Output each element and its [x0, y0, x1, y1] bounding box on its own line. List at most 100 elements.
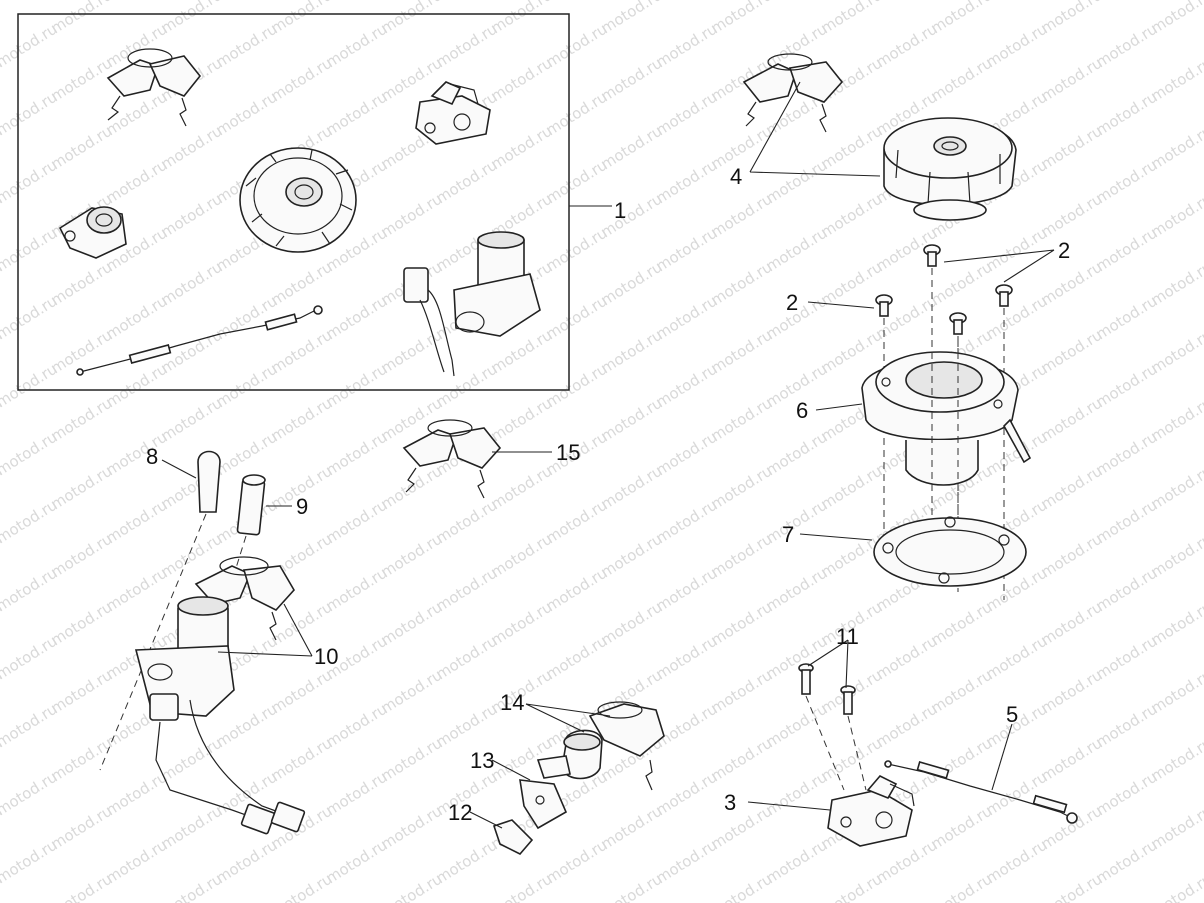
watermark-text: motod.ru [1093, 768, 1161, 820]
watermark-text: motod.ru [378, 462, 446, 514]
watermark-text: motod.ru [268, 666, 336, 718]
watermark-text: motod.ru [103, 496, 171, 548]
watermark-text: motod.ru [323, 564, 391, 616]
watermark-text: motod.ru [0, 360, 60, 412]
watermark-text: motod.ru [103, 836, 171, 888]
watermark-text: motod.ru [983, 224, 1051, 276]
watermark-text: motod.ru [928, 802, 996, 854]
watermark-text: motod.ru [323, 360, 391, 412]
watermark-text: motod.ru [763, 564, 831, 616]
watermark-text: motod.ru [598, 190, 666, 242]
watermark-text: motod.ru [873, 20, 941, 72]
watermark-text: motod.ru [653, 292, 721, 344]
watermark-text: motod.ru [598, 802, 666, 854]
watermark-text: motod.ru [213, 700, 281, 752]
watermark-text: motod.ru [818, 870, 886, 903]
watermark-text: motod.ru [158, 870, 226, 903]
watermark-text: motod.ru [213, 428, 281, 480]
watermark-text: motod.ru [378, 666, 446, 718]
watermark-text: motod.ru [0, 632, 60, 684]
watermark-text: motod.ru [818, 122, 886, 174]
watermark-text: motod.ru [1093, 224, 1161, 276]
gasket-icon [873, 516, 1027, 587]
watermark-text: motod.ru [0, 292, 60, 344]
watermark-text: motod.ru [1038, 530, 1106, 582]
callout-12: 12 [448, 800, 472, 825]
callout-10: 10 [314, 644, 338, 669]
callout-2b: 2 [786, 290, 798, 315]
kit-fuel-cap-icon [239, 147, 357, 253]
watermark-text: motod.ru [1038, 258, 1106, 310]
watermark-text: motod.ru [1093, 156, 1161, 208]
watermark-text: motod.ru [1038, 598, 1106, 650]
watermark-text: motod.ru [213, 360, 281, 412]
watermark-text: motod.ru [873, 700, 941, 752]
watermark-text: motod.ru [1093, 360, 1161, 412]
watermark-text: motod.ru [213, 836, 281, 888]
watermark-text: motod.ru [48, 122, 116, 174]
watermark-text: motod.ru [653, 428, 721, 480]
watermark-text: motod.ru [0, 700, 60, 752]
watermark-text: motod.ru [1093, 836, 1161, 888]
watermark-text: motod.ru [433, 20, 501, 72]
spare-key-icon [402, 419, 502, 499]
watermark-text: motod.ru [323, 768, 391, 820]
watermark-text: motod.ru [433, 564, 501, 616]
watermark-text: motod.ru [543, 360, 611, 412]
spring-clip-icon [492, 819, 534, 855]
watermark-text: motod.ru [103, 156, 171, 208]
watermark-text: motod.ru [0, 156, 60, 208]
watermark-text: motod.ru [48, 394, 116, 446]
watermark-text: motod.ru [1093, 632, 1161, 684]
watermark-text: motod.ru [48, 530, 116, 582]
watermark-text: motod.ru [928, 54, 996, 106]
watermark-text: motod.ru [268, 258, 336, 310]
kit-frame [17, 13, 570, 391]
leader-lines [161, 81, 1055, 829]
callout-15: 15 [556, 440, 580, 465]
watermark-text: motod.ru [0, 870, 5, 903]
watermark-text: motod.ru [158, 802, 226, 854]
watermark-text: motod.ru [598, 598, 666, 650]
watermark-text: motod.ru [1093, 20, 1161, 72]
watermark-text: motod.ru [378, 598, 446, 650]
callout-7: 7 [782, 522, 794, 547]
watermark-text: motod.ru [433, 700, 501, 752]
callout-8: 8 [146, 444, 158, 469]
watermark-text: motod.ru [598, 258, 666, 310]
watermark-text: motod.ru [983, 292, 1051, 344]
watermark-text: motod.ru [0, 768, 60, 820]
watermark-text: motod.ru [0, 224, 60, 276]
watermark-text: motod.ru [488, 598, 556, 650]
watermark-text: motod.ru [763, 836, 831, 888]
watermark-text: motod.ru [488, 394, 556, 446]
kit-lock-barrel-icon [58, 206, 127, 259]
watermark-text: motod.ru [0, 0, 5, 37]
watermark-text: motod.ru [653, 632, 721, 684]
callout-13: 13 [470, 748, 494, 773]
watermark-text: motod.ru [983, 632, 1051, 684]
watermark-text: motod.ru [653, 20, 721, 72]
watermark-text: motod.ru [378, 190, 446, 242]
watermark-text: motod.ru [103, 768, 171, 820]
watermark-text: motod.ru [158, 734, 226, 786]
fuel-cap-key-icon [742, 53, 844, 133]
watermark-text: motod.ru [763, 156, 831, 208]
watermark-text: motod.ru [433, 156, 501, 208]
watermark-text: motod.ru [323, 700, 391, 752]
watermark-text: motod.ru [708, 870, 776, 903]
seat-lock-barrel-icon [536, 729, 603, 780]
watermark-text: motod.ru [378, 870, 446, 903]
watermark-text: motod.ru [928, 598, 996, 650]
callout-2a: 2 [1058, 238, 1070, 263]
watermark-text: motod.ru [488, 870, 556, 903]
watermark-text: motod.ru [763, 496, 831, 548]
watermark-text: motod.ru [543, 564, 611, 616]
kit-ignition-switch-icon [403, 231, 541, 377]
watermark-text: motod.ru [543, 632, 611, 684]
watermark-text: motod.ru [268, 54, 336, 106]
watermark-text: motod.ru [1093, 700, 1161, 752]
lock-screw-icon [798, 663, 856, 715]
watermark-text: motod.ru [653, 768, 721, 820]
watermark-text: motod.ru [708, 258, 776, 310]
